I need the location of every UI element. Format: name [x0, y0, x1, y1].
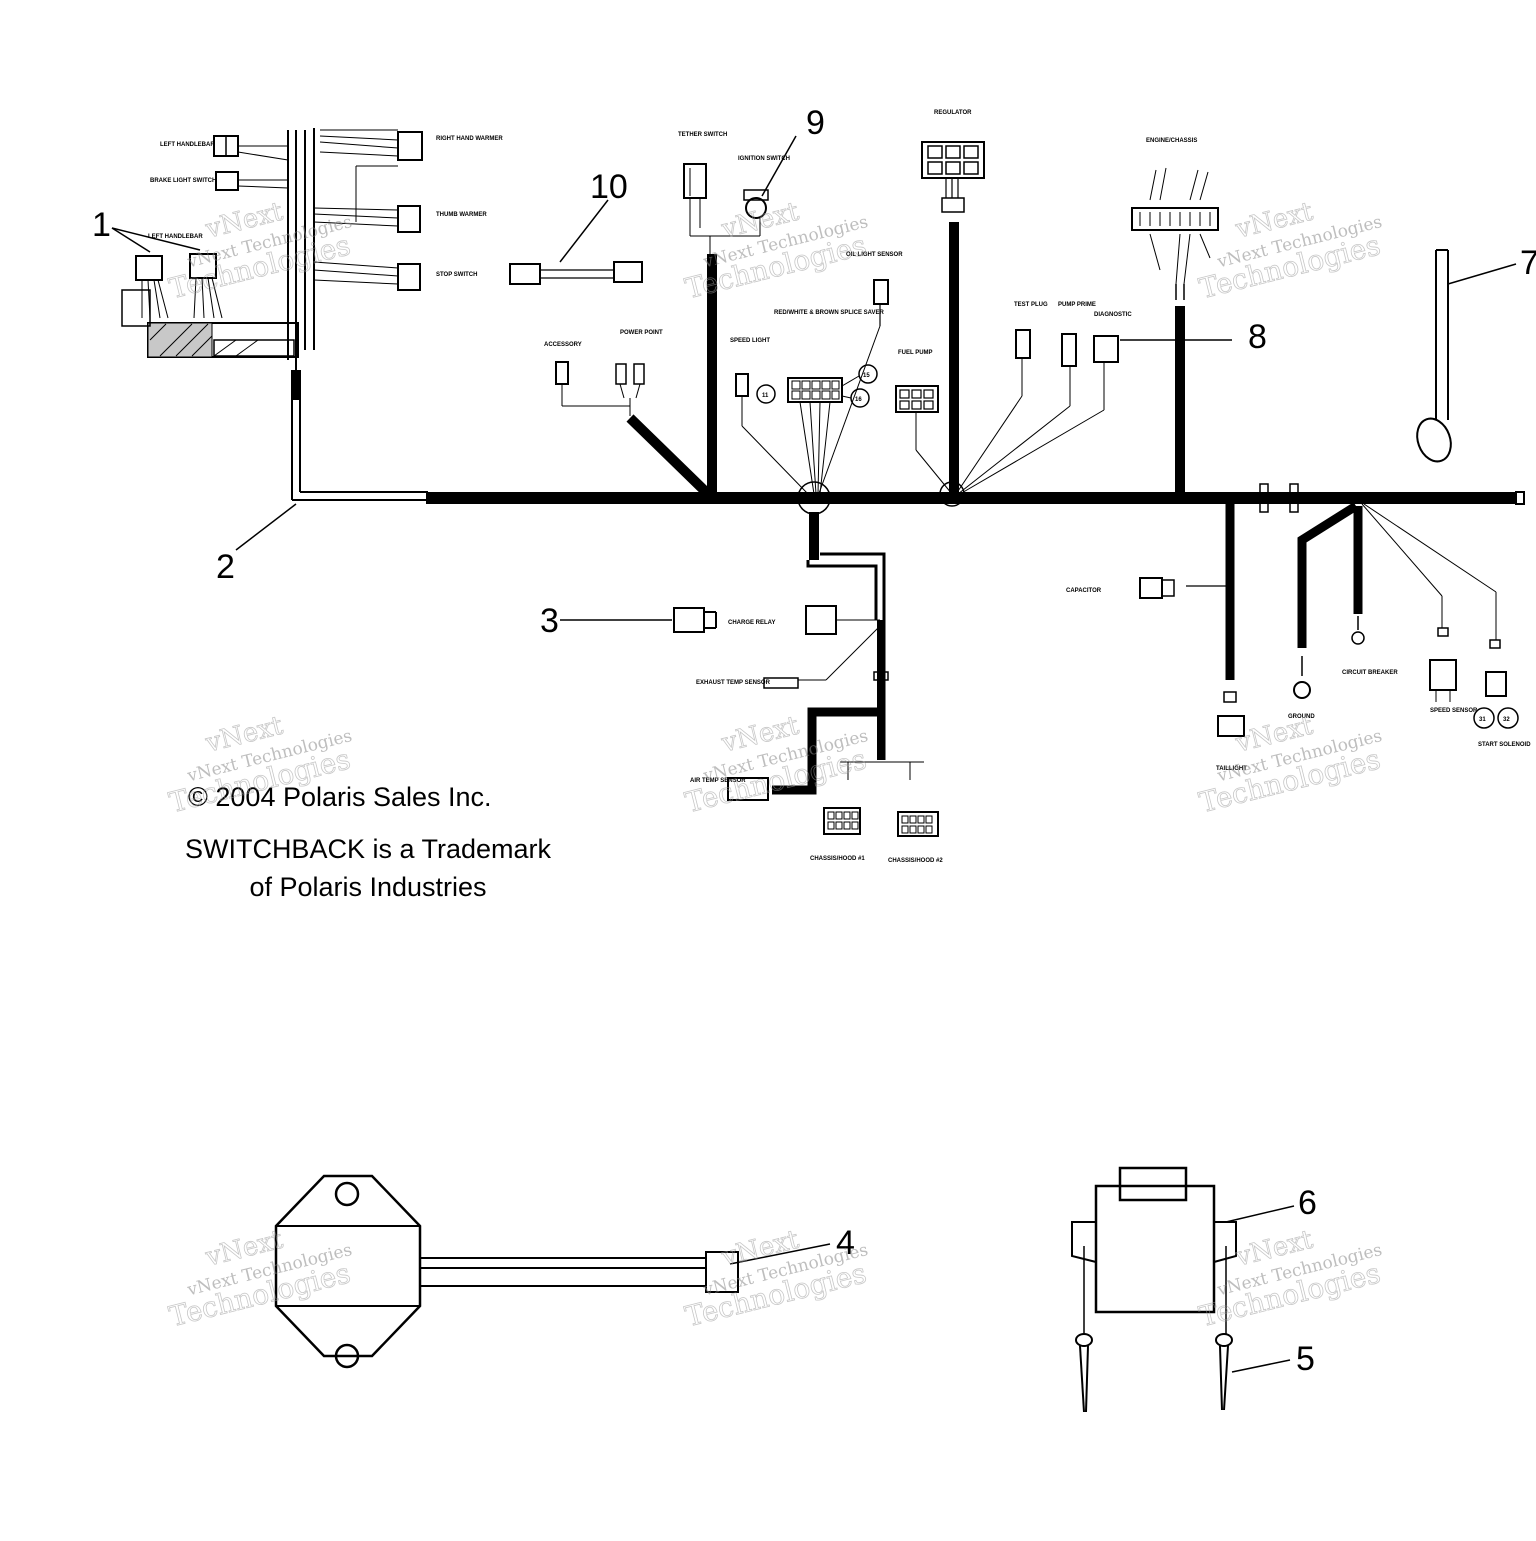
lower-center-branch: CHARGE RELAY EXHAUST TEMP SENSOR AIR TEM… [690, 512, 943, 864]
regulator-branch: REGULATOR [921, 110, 985, 498]
callout-1-number: 1 [92, 206, 111, 244]
jumper-harness: 10 [509, 168, 643, 285]
label-fuel-pump: FUEL PUMP [898, 350, 933, 356]
label-circuit-breaker: CIRCUIT BREAKER [1342, 670, 1398, 676]
label-tether-switch: TETHER SWITCH [678, 132, 727, 138]
label-ignition-switch: IGNITION SWITCH [738, 156, 790, 162]
pin-32: 32 [1503, 717, 1510, 723]
label-oil-light-sensor: OIL LIGHT SENSOR [846, 252, 903, 258]
callout-2: 2 [216, 503, 297, 586]
engine-chassis-branch: ENGINE/CHASSIS [1131, 138, 1219, 498]
callout-9-number: 9 [806, 104, 825, 142]
label-power-point: POWER POINT [620, 330, 663, 336]
trademark-line-2: of Polaris Industries [249, 872, 486, 902]
label-taillight: TAILLIGHT [1216, 766, 1247, 772]
label-splice-saver: RED/WHITE & BROWN SPLICE SAVER [774, 310, 885, 316]
accessory-power-branch: ACCESSORY POWER POINT [544, 330, 712, 498]
oil-light-sensor-branch: OIL LIGHT SENSOR [817, 252, 903, 497]
callout-1: 1 [92, 206, 201, 253]
callout-10-number: 10 [590, 168, 628, 206]
callout-3-number: 3 [540, 602, 559, 640]
label-left-handlebar: LEFT HANDLEBAR [160, 142, 215, 148]
label-engine-chassis: ENGINE/CHASSIS [1146, 138, 1197, 144]
pin-15: 15 [863, 373, 870, 379]
watermarks: vNext vNext Technologies Technologies vN… [165, 196, 1384, 1334]
label-air-temp-sensor: AIR TEMP SENSOR [690, 778, 746, 784]
tether-ignition-branch: TETHER SWITCH IGNITION SWITCH 9 [678, 104, 825, 498]
label-test-plug: TEST PLUG [1014, 302, 1048, 308]
label-regulator: REGULATOR [934, 110, 972, 116]
tie-strap: 7 [1416, 244, 1536, 463]
label-chassis-hood-2: CHASSIS/HOOD #2 [888, 858, 943, 864]
label-brake-light-switch: BRAKE LIGHT SWITCH [150, 178, 216, 184]
main-harness-trunk [291, 370, 1525, 505]
pin-16: 16 [855, 397, 862, 403]
pin-31: 31 [1479, 717, 1486, 723]
label-right-hand-warmer: RIGHT HAND WARMER [436, 136, 503, 142]
handlebar-harness: LEFT HANDLEBAR BRAKE LIGHT SWITCH LEFT H… [121, 128, 503, 370]
callout-8-number: 8 [1248, 318, 1267, 356]
label-speed-sensor: SPEED SENSOR [1430, 708, 1478, 714]
callout-3: 3 [540, 602, 717, 640]
label-pump-prime: PUMP PRIME [1058, 302, 1096, 308]
trademark-line-1: SWITCHBACK is a Trademark [185, 834, 552, 864]
callout-7-number: 7 [1520, 244, 1536, 282]
label-left-handlebar-2: LEFT HANDLEBAR [148, 234, 203, 240]
label-accessory: ACCESSORY [544, 342, 582, 348]
label-speed-light: SPEED LIGHT [730, 338, 770, 344]
label-stop-switch: STOP SWITCH [436, 272, 477, 278]
label-ground: GROUND [1288, 714, 1315, 720]
label-capacitor: CAPACITOR [1066, 588, 1102, 594]
right-lower-branches: CAPACITOR TAILLIGHT GROUND CIRCUIT BREAK… [1066, 483, 1531, 772]
mounted-module: 5 6 [1071, 1166, 1317, 1413]
splice-saver-branch: 11 15 16 SPEED LIGHT RED/WHITE & BROWN S… [730, 310, 885, 515]
cdi-module: 4 [274, 1174, 855, 1369]
copyright-text: © 2004 Polaris Sales Inc. [188, 782, 492, 812]
label-diagnostic: DIAGNOSTIC [1094, 312, 1132, 318]
diagnostic-branch: 8 TEST PLUG PUMP PRIME DIAGNOSTIC [955, 302, 1267, 495]
pin-11: 11 [762, 393, 769, 399]
label-thumb-warmer: THUMB WARMER [436, 212, 487, 218]
label-chassis-hood-1: CHASSIS/HOOD #1 [810, 856, 865, 862]
label-charge-relay: CHARGE RELAY [728, 620, 775, 626]
label-start-solenoid: START SOLENOID [1478, 742, 1531, 748]
label-exhaust-temp-sensor: EXHAUST TEMP SENSOR [696, 680, 771, 686]
callout-5-number: 5 [1296, 1340, 1315, 1378]
fuel-pump-branch: FUEL PUMP [895, 350, 965, 507]
copyright-block: © 2004 Polaris Sales Inc. SWITCHBACK is … [185, 782, 552, 902]
callout-4-number: 4 [836, 1224, 855, 1262]
callout-2-number: 2 [216, 548, 235, 586]
callout-6-number: 6 [1298, 1184, 1317, 1222]
